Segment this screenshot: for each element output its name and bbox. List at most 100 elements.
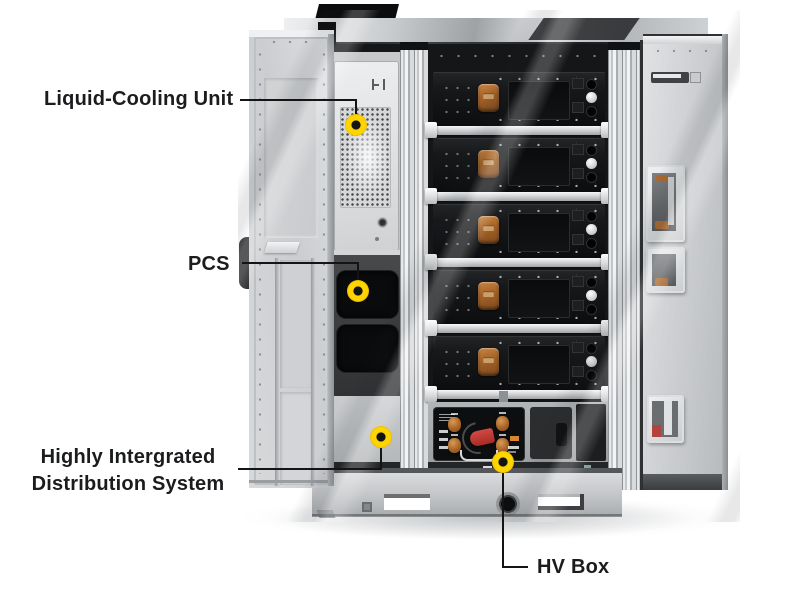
hv-side-panel bbox=[530, 407, 572, 459]
module-display-recess bbox=[508, 147, 570, 186]
distribution-system-panel bbox=[333, 396, 402, 462]
module-screw-cluster bbox=[439, 146, 473, 184]
module-indicator bbox=[587, 80, 596, 89]
module-indicator bbox=[587, 146, 596, 155]
module-button bbox=[573, 343, 583, 352]
hv-side-slot bbox=[556, 423, 567, 446]
module-shelf-rail bbox=[425, 188, 613, 204]
module-screws bbox=[489, 142, 600, 146]
module-button bbox=[573, 211, 583, 220]
battery-module bbox=[433, 336, 605, 390]
center-frame-rail-cap bbox=[400, 42, 428, 50]
door-inner-panel bbox=[280, 260, 311, 388]
base-button bbox=[362, 502, 372, 512]
center-frame-rail bbox=[400, 46, 428, 490]
pcs-panel-lower bbox=[337, 325, 398, 372]
module-screw-cluster bbox=[439, 80, 473, 118]
strip-indicator bbox=[584, 465, 591, 469]
copper-connector bbox=[655, 278, 668, 286]
right-frame-rail bbox=[608, 46, 640, 490]
module-shelf-rail bbox=[425, 122, 613, 138]
module-display-recess bbox=[508, 279, 570, 318]
door-latch-recess bbox=[647, 395, 684, 443]
door-screw-row bbox=[647, 48, 717, 52]
callout-marker-distribution bbox=[370, 426, 392, 448]
module-button bbox=[573, 103, 583, 112]
door-bottom-edge bbox=[249, 480, 334, 483]
copper-connector bbox=[655, 221, 669, 229]
base-skid bbox=[312, 468, 622, 518]
door-vertical-rail bbox=[311, 258, 316, 486]
hv-connector bbox=[496, 434, 509, 453]
module-indicator-light bbox=[586, 290, 597, 301]
module-screw-cluster bbox=[439, 278, 473, 316]
leader-line-pcs bbox=[357, 262, 359, 281]
hv-connector bbox=[448, 413, 461, 432]
forklift-slot bbox=[538, 494, 584, 510]
module-button bbox=[573, 235, 583, 244]
cabinet-roof bbox=[284, 18, 708, 44]
module-display-recess bbox=[508, 213, 570, 252]
leader-line-hv-box bbox=[502, 566, 528, 568]
module-power-connector bbox=[478, 216, 499, 244]
module-screws bbox=[489, 76, 600, 80]
hv-dash bbox=[439, 446, 448, 449]
module-power-connector bbox=[478, 84, 499, 112]
door-top-rail bbox=[249, 30, 334, 37]
module-power-connector bbox=[478, 150, 499, 178]
door-connector-recess bbox=[646, 165, 685, 242]
callout-marker-hv-box bbox=[492, 451, 514, 473]
hv-label-text-block bbox=[439, 414, 455, 422]
right-door bbox=[643, 34, 728, 490]
hv-bay-divider bbox=[499, 391, 508, 406]
latch-red-part bbox=[652, 425, 661, 437]
recess-bright-bar bbox=[668, 177, 674, 225]
leader-line-distribution bbox=[380, 448, 382, 469]
hv-connector bbox=[448, 434, 461, 453]
battery-module bbox=[433, 138, 605, 192]
door-bottom-band bbox=[643, 474, 728, 490]
hv-orange-tag bbox=[510, 436, 519, 441]
leader-line-liquid-cooling bbox=[355, 99, 357, 115]
module-power-connector bbox=[478, 282, 499, 310]
callout-marker-liquid-cooling bbox=[345, 114, 367, 136]
module-indicator bbox=[587, 344, 596, 353]
module-indicator bbox=[587, 107, 596, 116]
module-screws bbox=[489, 208, 600, 212]
module-shelf-rail bbox=[425, 386, 613, 402]
module-indicator bbox=[587, 212, 596, 221]
module-indicator-light bbox=[586, 224, 597, 235]
door-vertical-rail bbox=[275, 258, 280, 486]
module-shelf-rail bbox=[425, 320, 613, 336]
cooling-fan-vent bbox=[377, 217, 388, 228]
hv-connector bbox=[496, 412, 509, 431]
pcs-shelf-edge bbox=[333, 250, 402, 255]
module-screws bbox=[489, 274, 600, 278]
label-liquid-cooling-unit: Liquid-Cooling Unit bbox=[44, 88, 234, 110]
hv-dash bbox=[439, 430, 448, 433]
door-latch bbox=[691, 73, 700, 82]
battery-bay-top-screws bbox=[433, 54, 605, 58]
copper-connector bbox=[656, 175, 668, 182]
module-power-connector bbox=[478, 348, 499, 376]
door-screw-row bbox=[257, 44, 261, 474]
cooling-screw bbox=[375, 237, 379, 241]
label-hv-box: HV Box bbox=[537, 556, 610, 578]
cable-gland-hole bbox=[496, 492, 520, 516]
door-top-rail bbox=[643, 36, 728, 44]
leader-line-pcs bbox=[242, 262, 359, 264]
leader-line-liquid-cooling bbox=[240, 99, 357, 101]
door-inner-panel bbox=[280, 392, 311, 484]
door-seam bbox=[640, 40, 643, 490]
module-display-recess bbox=[508, 345, 570, 384]
door-handle-bar bbox=[653, 74, 681, 78]
base-bottom-edge bbox=[312, 514, 622, 517]
label-distribution-line1: Highly Intergrated bbox=[40, 446, 216, 468]
door-screw-row bbox=[321, 44, 325, 474]
module-indicator-light bbox=[586, 356, 597, 367]
door-top-edge-line bbox=[643, 34, 728, 36]
module-button bbox=[573, 79, 583, 88]
door-edge-strip bbox=[722, 34, 728, 490]
battery-module bbox=[433, 72, 605, 126]
